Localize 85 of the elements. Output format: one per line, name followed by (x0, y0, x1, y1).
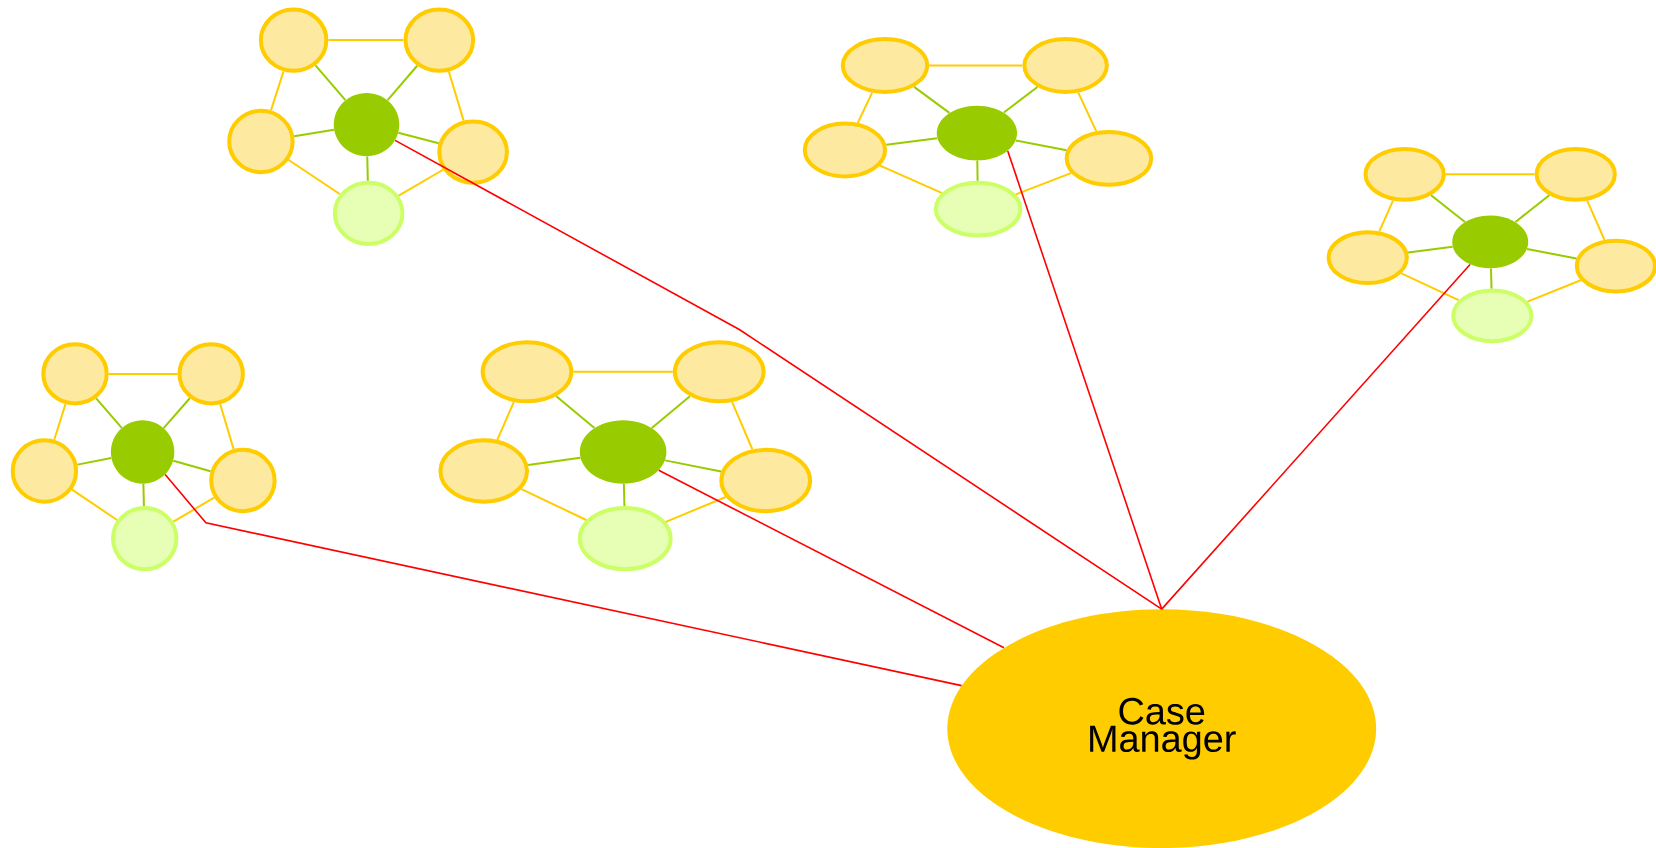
connector-line (527, 456, 582, 466)
connector-line (622, 482, 626, 507)
connector-line (1444, 173, 1536, 176)
ellipse-node (227, 108, 295, 175)
connector-line (287, 159, 341, 196)
connector-line (664, 496, 727, 523)
connector-line (327, 39, 405, 42)
connector-line (142, 482, 145, 507)
hub-ellipse (1452, 215, 1529, 269)
ellipse-node (480, 340, 574, 404)
hub-ellipse (110, 420, 175, 484)
connector-line (1160, 263, 1471, 610)
connector-line (53, 403, 67, 441)
ellipse-node (1534, 146, 1617, 202)
connector-line (572, 370, 674, 373)
connector-line (95, 397, 123, 429)
connector-line (394, 139, 1163, 610)
ellipse-node (1363, 146, 1446, 202)
connector-line (172, 459, 212, 473)
connector-line (1400, 272, 1460, 302)
ellipse-node (438, 438, 529, 504)
connector-line (397, 131, 440, 145)
connector-line (664, 459, 723, 473)
connector-line (366, 155, 369, 182)
connector-line (397, 168, 444, 197)
connector-line (520, 488, 588, 521)
ellipse-node (41, 342, 109, 406)
ellipse-node (332, 180, 405, 246)
hub-ellipse (579, 420, 667, 484)
connector-line (913, 85, 951, 114)
connector-line (650, 395, 691, 430)
connector-line (1514, 194, 1551, 223)
ellipse-node (840, 37, 930, 94)
connector-line (496, 401, 515, 441)
connector-line (76, 457, 113, 466)
ellipse-node (1022, 37, 1109, 94)
connector-line (976, 159, 979, 182)
ellipse-node (209, 447, 277, 514)
connector-line (555, 395, 596, 430)
connector-line (172, 496, 216, 523)
connector-line (856, 91, 874, 124)
connector-line (107, 372, 179, 375)
connector-line (1002, 86, 1039, 114)
ellipse-node (403, 7, 476, 73)
connector-line (1586, 199, 1606, 241)
connector-line (1526, 279, 1582, 303)
connector-line (1526, 248, 1578, 260)
connector-line (1407, 245, 1454, 254)
hub-ellipse (333, 92, 400, 157)
ellipse-node (258, 7, 329, 73)
connector-line (657, 469, 1005, 649)
connector-line (1014, 172, 1073, 196)
connector-line (293, 128, 335, 138)
ellipse-node (1064, 130, 1154, 187)
ellipse-node (802, 121, 888, 179)
connector-line (269, 70, 285, 112)
connector-line (928, 64, 1024, 67)
connector-line (447, 70, 465, 122)
connector-line (1077, 91, 1098, 133)
connector-line (879, 164, 943, 194)
connector-line (1489, 267, 1493, 290)
ellipse-node (1451, 288, 1534, 344)
connector-line (1378, 199, 1394, 233)
connector-line (1430, 194, 1466, 223)
ellipse-node (111, 505, 179, 572)
connector-line (314, 64, 347, 102)
hub-ellipse (936, 105, 1018, 161)
ellipse-node (1574, 238, 1656, 294)
connector-line (71, 488, 119, 521)
connector-line (731, 401, 754, 451)
ellipse-node (437, 119, 509, 185)
ellipse-node (672, 340, 766, 404)
ellipse-node (1326, 230, 1409, 286)
connector-line (1014, 139, 1068, 152)
connector-line (162, 397, 191, 430)
ellipse-node (933, 180, 1023, 238)
connector-line (1006, 150, 1163, 610)
ellipse-node (719, 447, 813, 514)
connector-line (219, 403, 235, 451)
ellipse-node (10, 438, 79, 504)
ellipse-node (177, 342, 245, 406)
connector-line (885, 137, 939, 146)
ellipse-node (577, 505, 673, 572)
connector-line (386, 64, 419, 102)
connector-line (164, 473, 963, 687)
